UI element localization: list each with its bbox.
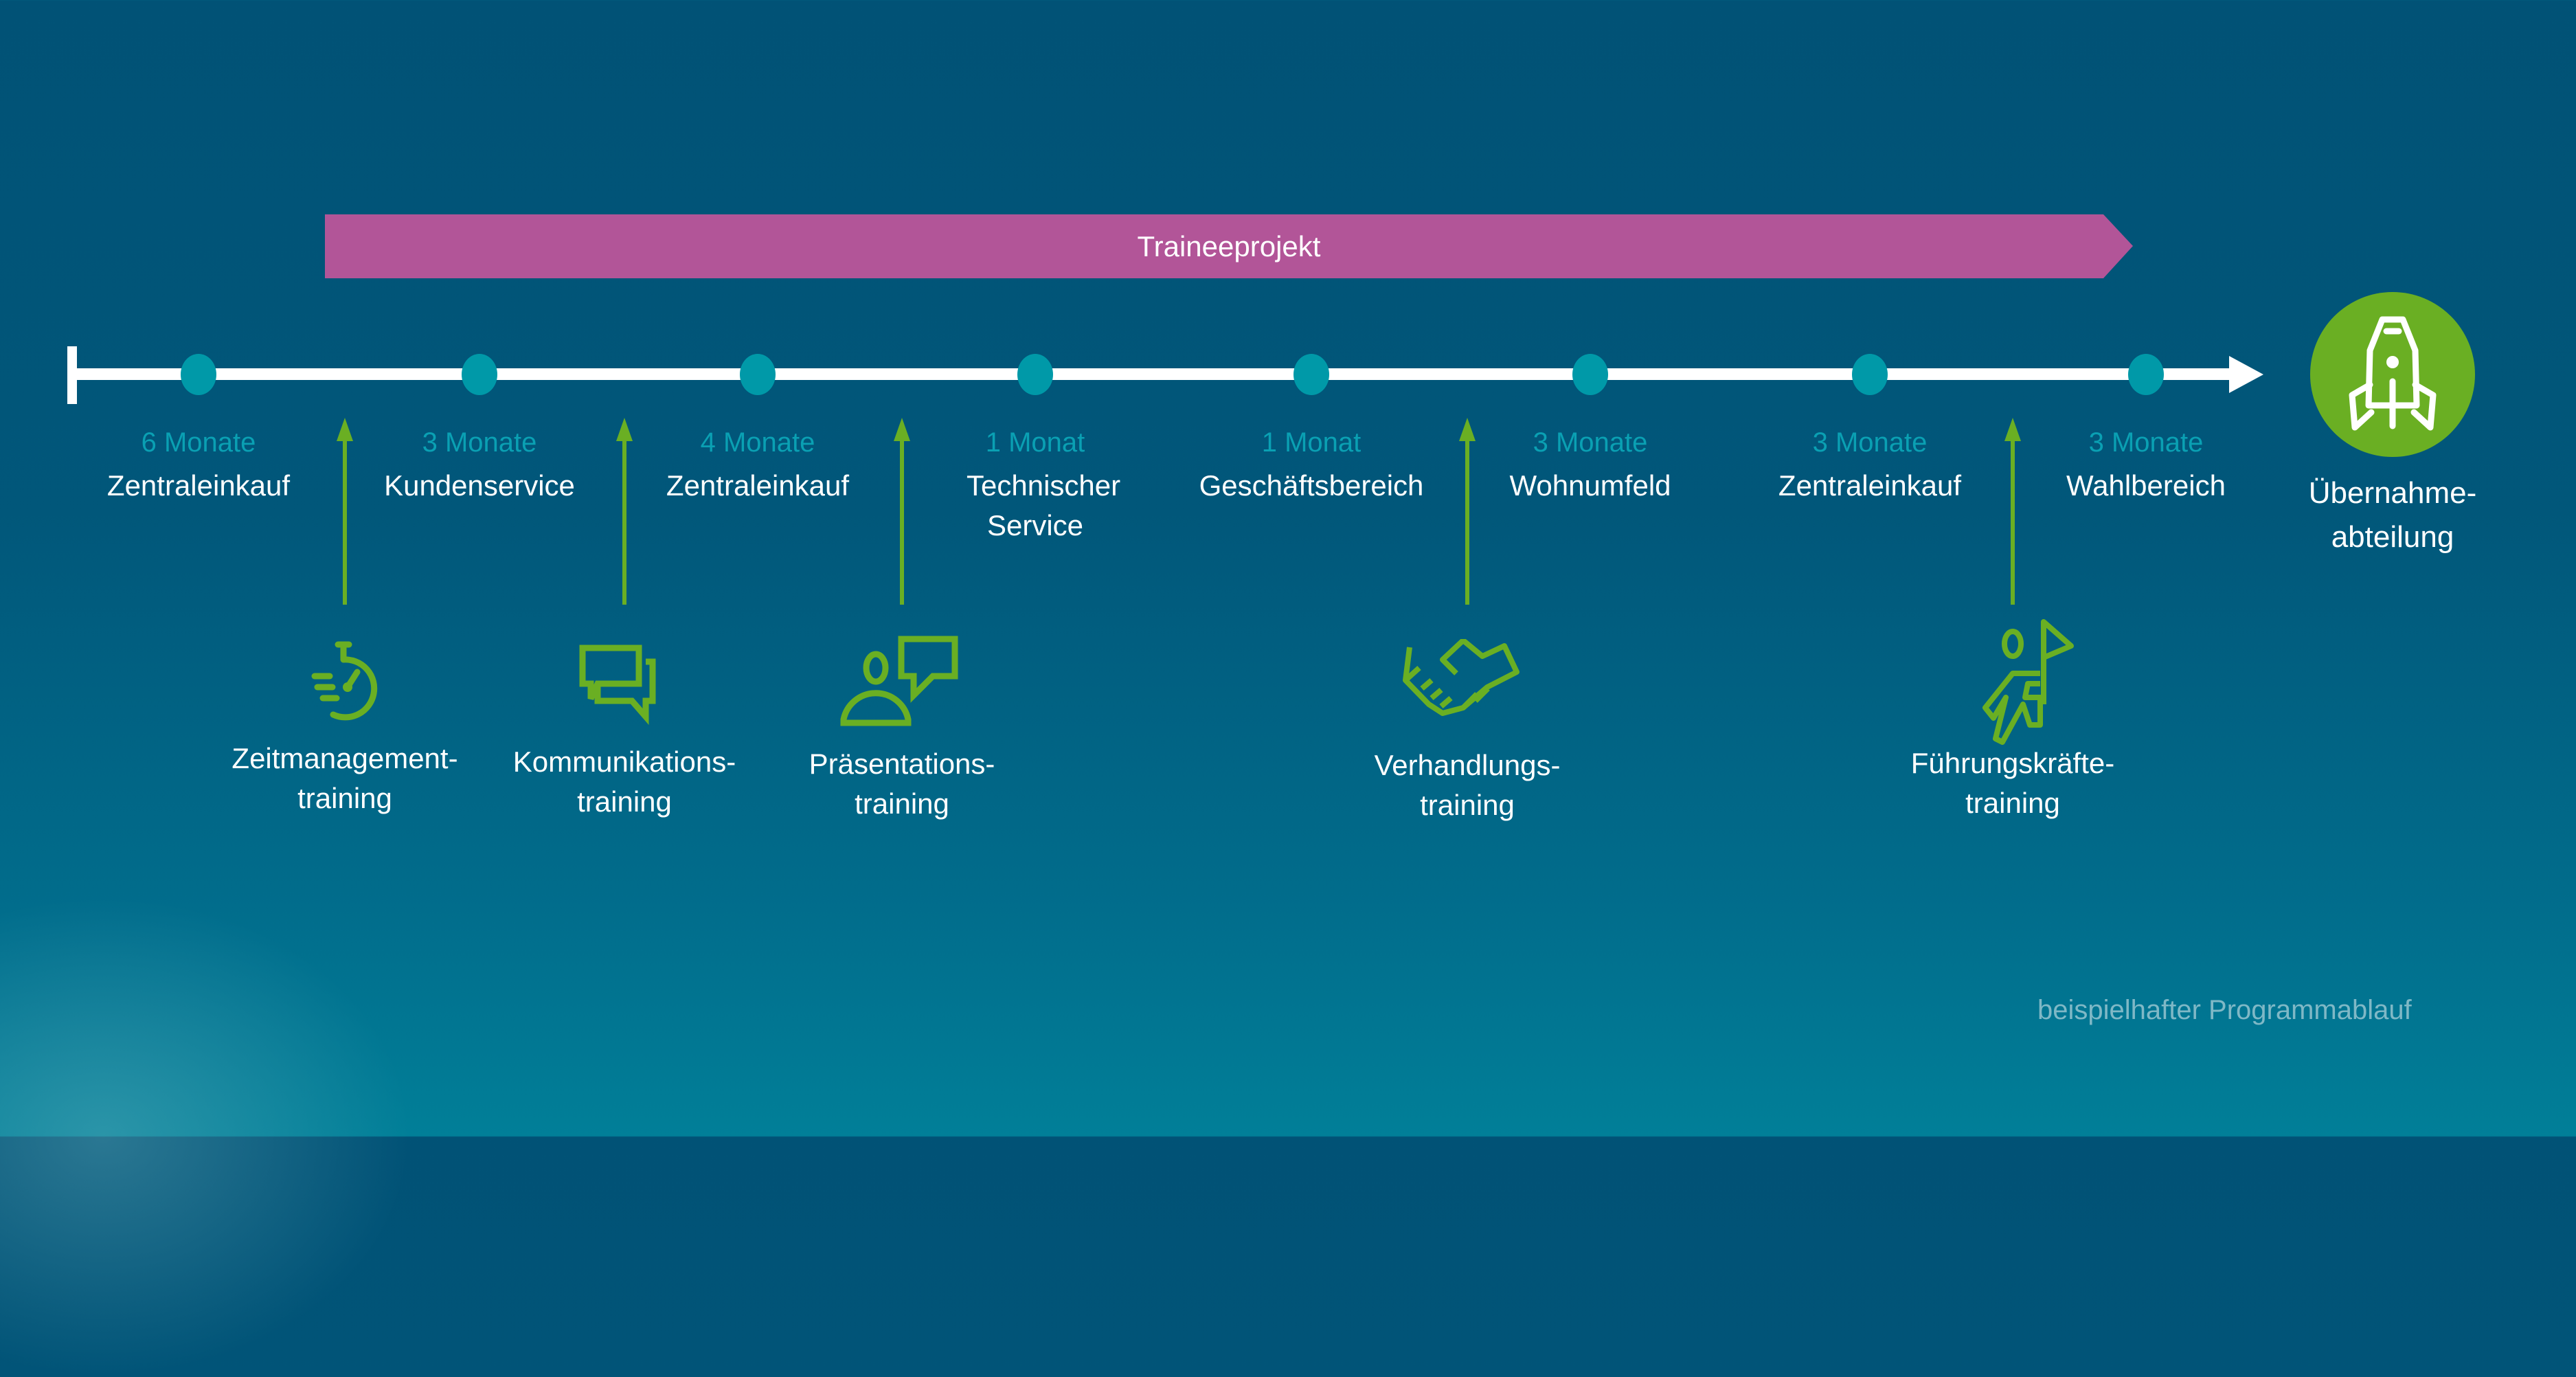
training-label: Zeitmanagement-training [201,739,489,818]
training-label: Führungskräfte-training [1868,743,2157,823]
training-label-line1: Präsentations- [809,748,995,780]
presenter-icon [840,636,958,726]
training-arrow-head [2004,418,2021,441]
leader-flag-icon [1982,619,2074,745]
timeline-dot [1293,354,1329,395]
traineeprojekt-label: Traineeprojekt [1137,230,1321,262]
speech-bubbles-icon [579,645,656,725]
timeline-dot [2128,354,2164,395]
traineeprojekt-banner [325,214,2133,278]
training-arrow-shaft [1465,433,1469,605]
training-label: Präsentations-training [758,744,1046,824]
final-label-line2: abteilung [2331,520,2454,554]
timeline-arrowhead [2229,356,2263,393]
timeline-dot [1572,354,1608,395]
station-duration: 3 Monate [1812,427,1928,458]
timeline-dot [181,354,216,395]
training-label-line2: training [577,785,672,818]
timeline-graphic [72,214,2475,605]
training-arrow-shaft [2011,433,2015,605]
timeline-line [72,368,2236,380]
timeline-dot [1017,354,1053,395]
station-department: Kundenservice [384,469,575,502]
station-duration: 1 Monat [985,427,1085,458]
training-label: Kommunikations-training [480,742,769,822]
training-label-line2: training [1420,789,1515,821]
training-arrow-head [894,418,910,441]
station-department: Wohnumfeld [1509,469,1671,502]
station-duration: 3 Monate [2088,427,2204,458]
rocket-icon [2349,316,2437,431]
training-label-line1: Kommunikations- [512,746,736,778]
training-label-line2: training [855,787,949,820]
final-label: Übernahme- abteilung [2269,471,2516,559]
final-label-line1: Übernahme- [2308,476,2477,510]
handshake-icon [1403,639,1519,716]
training-label-line1: Verhandlungs- [1374,749,1561,781]
station-department: Technischer Service [967,469,1121,541]
station-department: Zentraleinkauf [106,469,291,502]
station-duration: 3 Monate [1533,427,1648,458]
training-arrow-head [1459,418,1476,441]
timeline-dot [1852,354,1888,395]
station-duration: 3 Monate [422,427,537,458]
station-department: Geschäftsbereich [1199,469,1424,502]
station-duration: 4 Monate [700,427,815,458]
training-arrow-shaft [343,433,347,605]
training-label: Verhandlungs-training [1323,746,1612,825]
training-label-line2: training [1965,787,2060,819]
training-arrow-shaft [900,433,904,605]
station-duration: 1 Monat [1261,427,1362,458]
station-department: Zentraleinkauf [1778,469,1962,502]
training-arrow-shaft [622,433,626,605]
station-duration: 6 Monate [141,427,256,458]
training-label-line2: training [297,782,392,814]
training-label-line1: Zeitmanagement- [231,742,458,774]
station-department: Zentraleinkauf [666,469,850,502]
training-arrow-head [337,418,353,441]
timeline-dot [740,354,776,395]
stopwatch-icon [311,641,378,721]
footnote: beispielhafter Programmablauf [2037,995,2412,1025]
training-arrow-head [616,418,633,441]
station-department: Wahlbereich [2066,469,2226,502]
timeline-dot [462,354,497,395]
training-label-line1: Führungskräfte- [1910,747,2115,779]
